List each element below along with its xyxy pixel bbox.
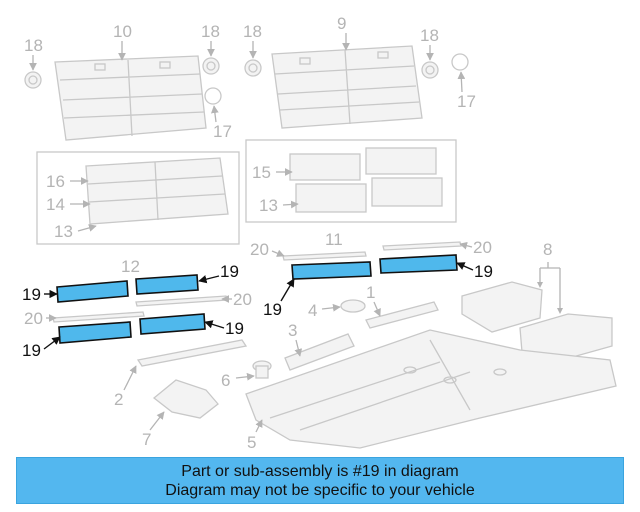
callout-4[interactable]: 4 (308, 301, 317, 320)
part-19-plates[interactable] (56, 254, 458, 344)
callout-13b[interactable]: 13 (259, 196, 278, 215)
part-4-clip (340, 299, 366, 313)
callout-19f[interactable]: 19 (474, 262, 493, 281)
part-19-plate-c (58, 321, 132, 344)
callout-17a[interactable]: 17 (213, 122, 232, 141)
callout-9[interactable]: 9 (337, 14, 346, 33)
callout-19b[interactable]: 19 (220, 262, 239, 281)
callout-17b[interactable]: 17 (457, 92, 476, 111)
part-5-floor-pan (245, 329, 617, 449)
callout-18c[interactable]: 18 (243, 22, 262, 41)
callout-8[interactable]: 8 (543, 240, 552, 259)
part-6-plug (252, 360, 272, 379)
part-17-ring (204, 53, 469, 105)
callout-1[interactable]: 1 (366, 283, 375, 302)
part-8-trays (461, 281, 613, 361)
callout-19d[interactable]: 19 (225, 319, 244, 338)
part-19-plate-d (139, 313, 206, 335)
banner-line-2: Diagram may not be specific to your vehi… (165, 481, 475, 499)
callout-5[interactable]: 5 (247, 433, 256, 452)
part-19-plate-a (56, 280, 129, 303)
callout-14[interactable]: 14 (46, 195, 65, 214)
callout-3[interactable]: 3 (288, 321, 297, 340)
callout-20c[interactable]: 20 (233, 290, 252, 309)
part-20-strip (52, 241, 462, 323)
part-7-bracket (152, 379, 219, 419)
part-19-plate-e (291, 261, 372, 280)
callout-18b[interactable]: 18 (201, 22, 220, 41)
parts-diagram: 10 9 18 18 18 18 17 17 12 16 14 13 (22, 14, 617, 452)
callout-16[interactable]: 16 (46, 172, 65, 191)
callout-20d[interactable]: 20 (24, 309, 43, 328)
callout-2[interactable]: 2 (114, 390, 123, 409)
part-19-plate-f (379, 254, 458, 274)
callout-19a[interactable]: 19 (22, 285, 41, 304)
part-9-panel (271, 45, 423, 129)
callout-20a[interactable]: 20 (250, 240, 269, 259)
callout-6[interactable]: 6 (221, 371, 230, 390)
callout-18a[interactable]: 18 (24, 36, 43, 55)
group-12-box (36, 151, 240, 245)
part-1-bracket (365, 301, 439, 329)
part-19-plate-b (135, 274, 199, 295)
info-banner: Part or sub-assembly is #19 in diagram D… (16, 457, 624, 504)
part-18-grommet (24, 57, 439, 89)
callout-7[interactable]: 7 (142, 430, 151, 449)
callout-15[interactable]: 15 (252, 163, 271, 182)
part-3-rail (284, 333, 355, 371)
callout-18d[interactable]: 18 (420, 26, 439, 45)
callout-11[interactable]: 11 (325, 230, 343, 249)
callout-13a[interactable]: 13 (54, 222, 73, 241)
part-2-sill (136, 339, 248, 367)
banner-line-1: Part or sub-assembly is #19 in diagram (181, 462, 459, 480)
callout-10[interactable]: 10 (113, 22, 132, 41)
callout-19e[interactable]: 19 (263, 300, 282, 319)
callout-20b[interactable]: 20 (473, 238, 492, 257)
part-10-panel (54, 55, 207, 141)
callout-12[interactable]: 12 (121, 257, 140, 276)
group-11-box (245, 139, 457, 223)
callout-19c[interactable]: 19 (22, 341, 41, 360)
